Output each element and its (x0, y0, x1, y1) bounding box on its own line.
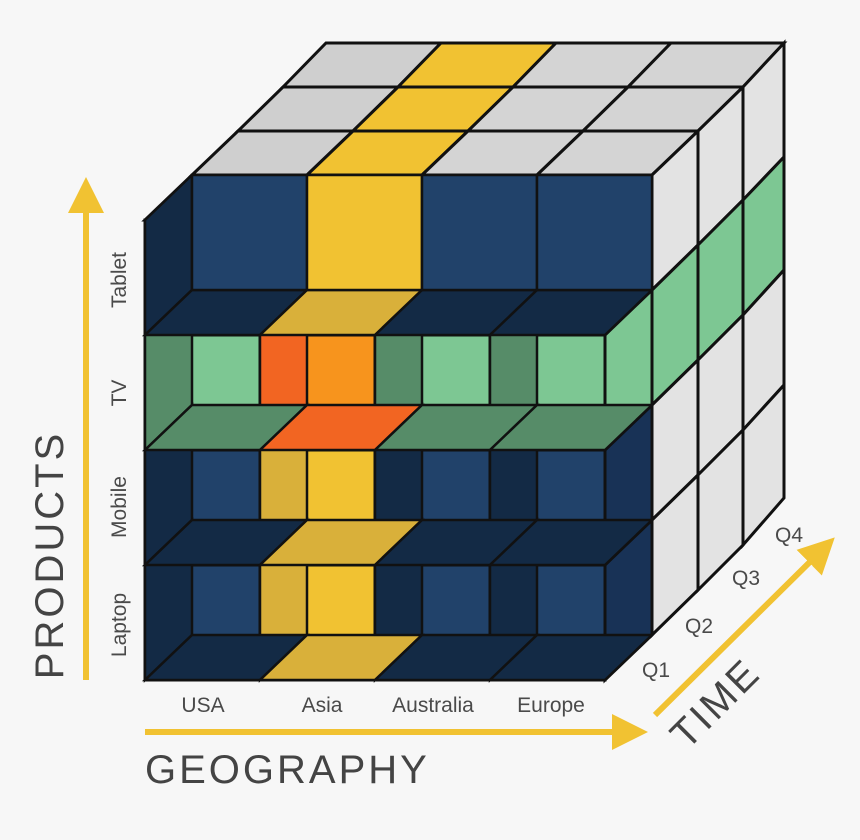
time-label-q2: Q2 (685, 615, 713, 638)
geo-label-usa: USA (181, 694, 224, 717)
product-label-laptop: Laptop (108, 593, 131, 657)
product-label-mobile: Mobile (108, 476, 131, 538)
product-label-tablet: Tablet (108, 252, 131, 308)
time-label-q1: Q1 (642, 659, 670, 682)
geo-label-asia: Asia (302, 694, 343, 717)
time-axis-title: TIME (662, 650, 769, 757)
cube-inner-shading (141, 172, 656, 683)
products-axis-title: PRODUCTS (28, 431, 72, 679)
time-label-q3: Q3 (732, 567, 760, 590)
time-axis-arrow (652, 537, 835, 718)
time-label-q4: Q4 (775, 524, 803, 547)
cube-top-face (141, 41, 788, 222)
geo-label-europe: Europe (517, 694, 585, 717)
geography-axis-title: GEOGRAPHY (145, 748, 430, 792)
geo-label-australia: Australia (392, 694, 474, 717)
product-label-tv: TV (108, 380, 131, 407)
